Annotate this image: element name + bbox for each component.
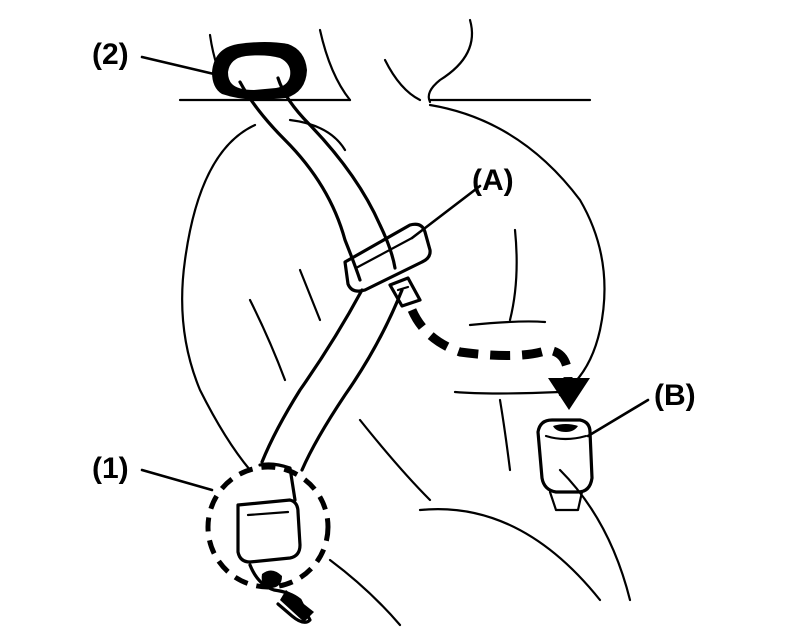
leader-1	[140, 468, 214, 492]
tongue-plate-A	[343, 222, 432, 308]
callout-label-A: (A)	[472, 164, 514, 197]
leader-B	[586, 398, 650, 438]
buckle-B	[536, 418, 594, 512]
callout-label-2: (2)	[92, 38, 129, 71]
leader-A	[410, 184, 482, 240]
shoulder-belt-webbing	[238, 76, 404, 472]
callout-label-B: (B)	[654, 379, 696, 412]
occupant-body	[181, 103, 632, 627]
lap-belt-anchor-1	[205, 462, 331, 624]
insertion-arrow	[407, 308, 590, 410]
shoulder-belt-anchor	[212, 42, 307, 100]
leader-2	[140, 55, 216, 76]
callout-label-1: (1)	[92, 452, 129, 485]
callout-leaders	[140, 55, 650, 492]
